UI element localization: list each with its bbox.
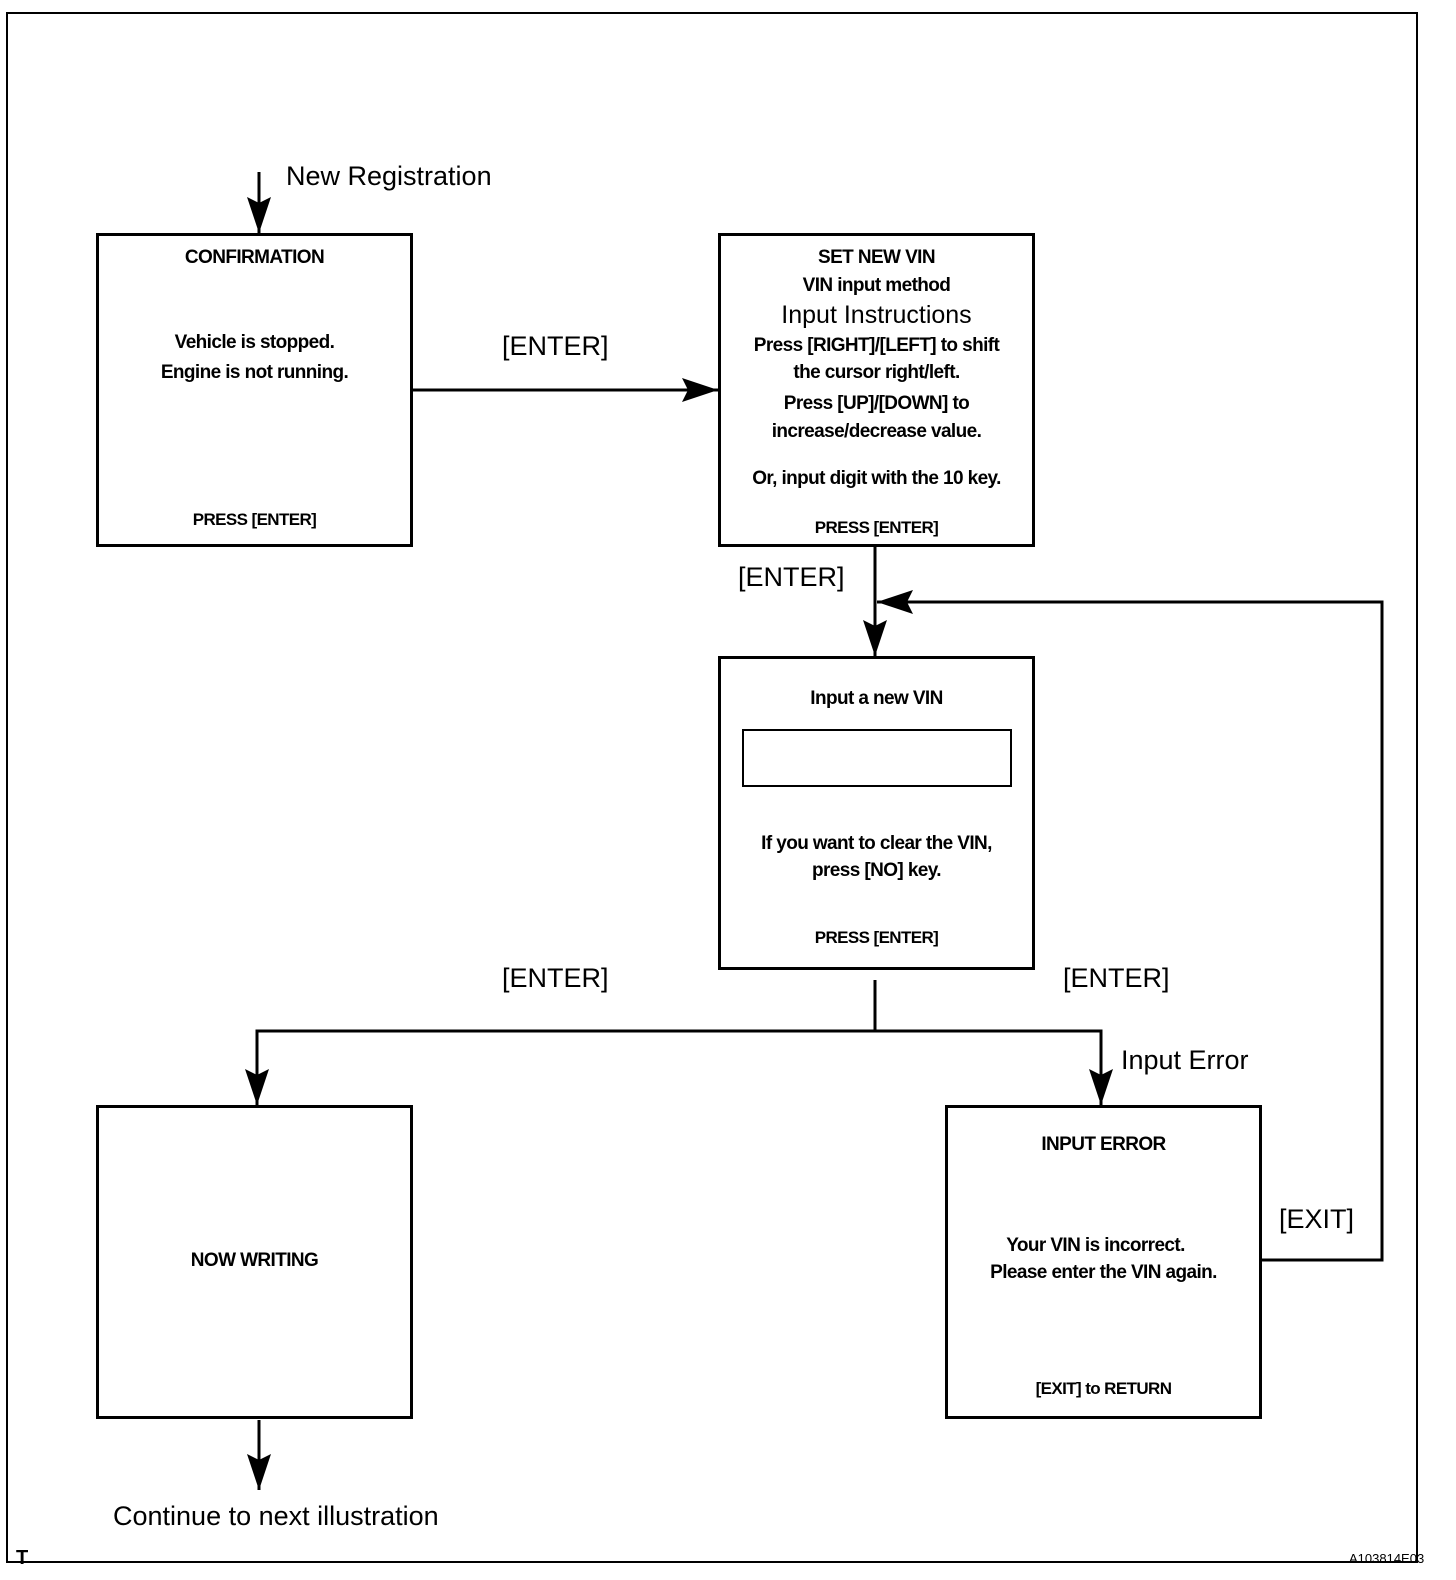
set-new-vin-subtitle: VIN input method [802, 275, 951, 296]
input-vin-line-1: If you want to clear the VIN, [761, 833, 992, 854]
label-enter-confirmation: [ENTER] [502, 331, 609, 361]
instructions-line-2: the cursor right/left. [793, 362, 960, 383]
now-writing-screen: NOW WRITING [96, 1105, 413, 1419]
confirmation-line-2: Engine is not running. [160, 362, 349, 383]
corner-mark: T [16, 1547, 29, 1569]
set-new-vin-screen: SET NEW VIN VIN input method Input Instr… [718, 233, 1035, 547]
input-error-screen: INPUT ERROR Your VIN is incorrect. Pleas… [945, 1105, 1262, 1419]
vin-input-field[interactable] [742, 729, 1012, 787]
instructions-line-1: Press [RIGHT]/[LEFT] to shift [753, 335, 1000, 356]
figure-code: A103814E03 [1349, 1551, 1425, 1566]
set-new-vin-footer: PRESS [ENTER] [814, 518, 939, 537]
input-vin-title: Input a new VIN [810, 688, 943, 709]
arrow-exit-return-loop [877, 590, 1384, 1262]
label-input-error: Input Error [1121, 1045, 1249, 1075]
label-exit: [EXIT] [1279, 1204, 1355, 1234]
label-enter-set-vin: [ENTER] [738, 562, 845, 592]
label-continue: Continue to next illustration [113, 1501, 439, 1531]
instructions-line-5: Or, input digit with the 10 key. [752, 468, 1001, 489]
input-error-line-1: Your VIN is incorrect. [1006, 1235, 1185, 1256]
label-enter-right-branch: [ENTER] [1063, 963, 1170, 993]
now-writing-title: NOW WRITING [190, 1250, 319, 1271]
arrow-to-input-error [875, 1029, 1113, 1105]
input-vin-screen: Input a new VIN If you want to clear the… [718, 656, 1035, 970]
input-error-title: INPUT ERROR [1041, 1134, 1166, 1155]
diagram-frame [6, 12, 1418, 1563]
input-error-line-2: Please enter the VIN again. [990, 1262, 1217, 1283]
arrow-to-now-writing [245, 1029, 875, 1105]
instructions-line-3: Press [UP]/[DOWN] to [783, 393, 970, 414]
input-error-footer: [EXIT] to RETURN [1035, 1379, 1172, 1398]
label-new-registration: New Registration [286, 161, 492, 191]
confirmation-footer: PRESS [ENTER] [192, 510, 317, 529]
set-new-vin-title: SET NEW VIN [818, 247, 936, 268]
confirmation-title: CONFIRMATION [184, 247, 325, 268]
input-vin-line-2: press [NO] key. [812, 860, 942, 881]
label-enter-left-branch: [ENTER] [502, 963, 609, 993]
confirmation-line-1: Vehicle is stopped. [174, 332, 335, 353]
input-instructions-heading: Input Instructions [781, 301, 972, 329]
confirmation-screen: CONFIRMATION Vehicle is stopped. Engine … [96, 233, 413, 547]
instructions-line-4: increase/decrease value. [771, 421, 982, 442]
input-vin-footer: PRESS [ENTER] [814, 928, 939, 947]
